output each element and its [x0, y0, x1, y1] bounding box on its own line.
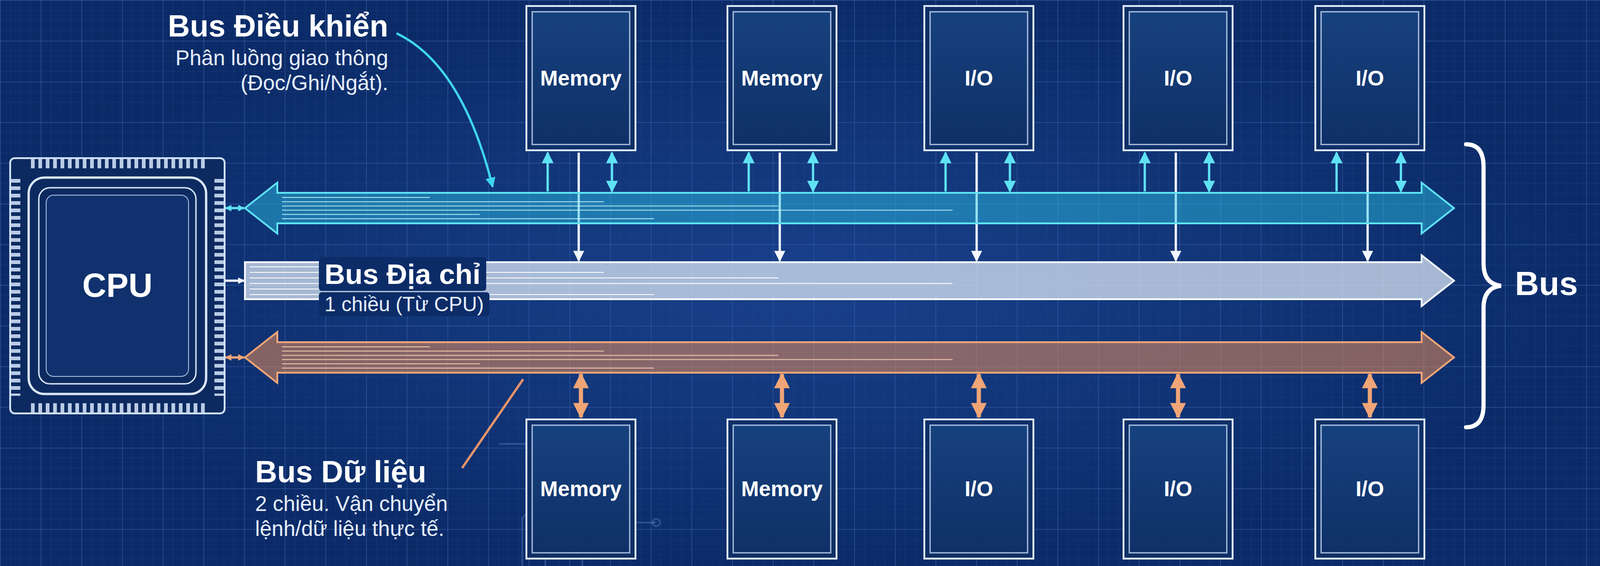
module-label: I/O [1355, 476, 1384, 501]
module-box: Memory [726, 418, 838, 560]
bus-title: Bus Điều khiển [110, 8, 389, 45]
module-box: I/O [1122, 5, 1234, 152]
bus-connector [1176, 373, 1181, 417]
signal-line [281, 350, 605, 352]
bus-description: 1 chiều (Từ CPU) [318, 292, 490, 317]
bus-connector [812, 152, 815, 192]
signal-line [281, 205, 779, 207]
module-box: I/O [923, 418, 1035, 560]
signal-line [281, 218, 654, 220]
module-label: Memory [540, 66, 622, 91]
module-label: Memory [741, 476, 823, 501]
bus-arrow-shape [244, 182, 1454, 234]
bus-description: 2 chiều. Vận chuyển lệnh/dữ liệu thực tế… [255, 490, 482, 542]
module-label: I/O [1163, 66, 1192, 91]
bus-connector [1008, 152, 1012, 192]
leader-line [396, 33, 493, 187]
bus-connector [225, 207, 245, 210]
chip-label: CPU [82, 267, 153, 304]
bus-title: Bus Địa chỉ [318, 256, 487, 291]
signal-line [281, 196, 430, 198]
bus-connector [546, 152, 550, 192]
bus-connector [944, 152, 947, 192]
bus-connector [780, 373, 785, 417]
bus-connector [1208, 152, 1211, 192]
bus-title: Bus Dữ liệu [255, 453, 487, 490]
module-label: I/O [964, 66, 993, 91]
bus-connector [1335, 152, 1338, 192]
signal-line [281, 209, 953, 211]
signal-line [281, 346, 430, 348]
bus-band [244, 182, 1454, 234]
module-box: Memory [726, 5, 838, 152]
module-box: I/O [923, 5, 1035, 152]
bus-connector [747, 152, 751, 192]
module-label: I/O [1355, 66, 1384, 91]
module-label: I/O [1163, 476, 1192, 501]
module-box: I/O [1314, 418, 1426, 560]
signal-line [281, 354, 779, 356]
cpu-chip-box: CPU [10, 158, 225, 414]
module-box: I/O [1314, 5, 1426, 152]
bus-connector [579, 373, 584, 417]
bus-band: Bus Điều khiểnPhân luồng giao thông (Đọc… [244, 182, 1454, 234]
bus-band [244, 331, 1454, 383]
bus-arrow-shape [244, 331, 1454, 383]
bus-bracket [1465, 144, 1502, 428]
signal-line [281, 367, 654, 369]
signal-line [281, 213, 480, 215]
bus-connector [610, 152, 614, 192]
signal-line [281, 201, 605, 202]
bus-band: Bus Dữ liệu2 chiều. Vận chuyển lệnh/dữ l… [244, 331, 1454, 383]
signal-line [281, 359, 953, 361]
module-box: I/O [1122, 418, 1234, 560]
bus-band: Bus Địa chỉ1 chiều (Từ CPU) [244, 255, 1454, 306]
module-label: Memory [540, 476, 622, 501]
module-label: I/O [964, 476, 993, 501]
bracket-label: Bus [1514, 265, 1578, 302]
signal-line [281, 363, 480, 365]
bus-connector [1367, 373, 1373, 417]
module-label: Memory [741, 66, 823, 91]
bus-connector [1399, 152, 1403, 192]
cpu-chip [10, 158, 225, 414]
bus-connector [225, 279, 245, 282]
bus-connector [225, 356, 245, 359]
bus-connector [977, 373, 982, 417]
leader-line [462, 378, 524, 468]
module-box: Memory [525, 5, 637, 152]
module-box: Memory [525, 418, 637, 560]
bus-description: Phân luồng giao thông (Đọc/Ghi/Ngắt). [110, 45, 389, 96]
bus-connector [1143, 152, 1147, 192]
